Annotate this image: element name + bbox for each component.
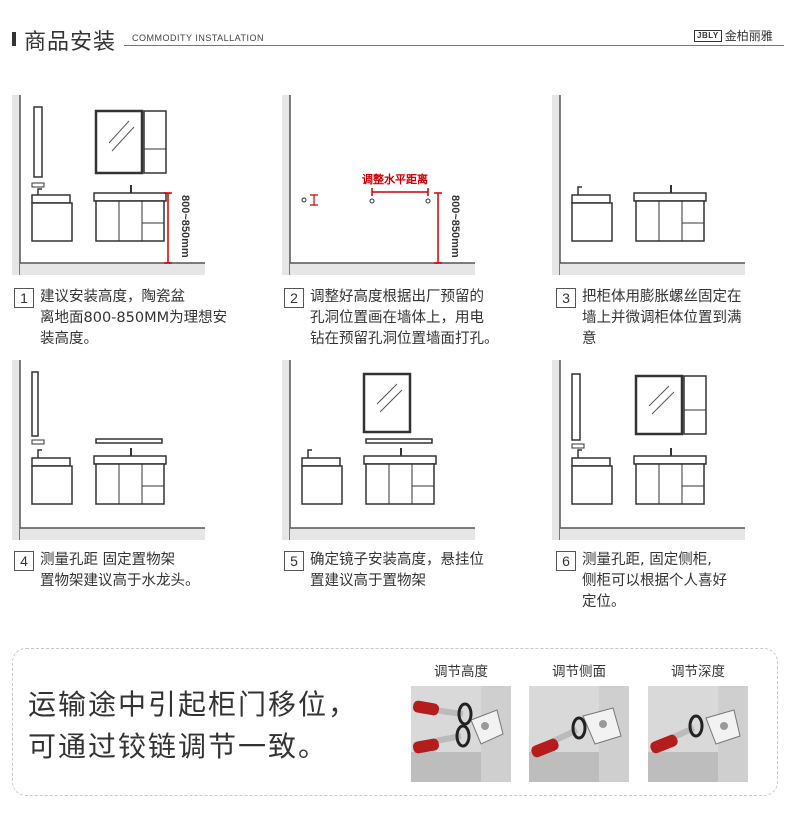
step-number: 3 [556, 288, 576, 308]
hinge-photo-icon [529, 686, 629, 782]
page-subtitle: COMMODITY INSTALLATION [132, 33, 265, 43]
hinge-photo-icon [411, 686, 511, 782]
step-number: 2 [284, 288, 304, 308]
diagram-step-2: 调整水平距离 800~850mm [282, 95, 477, 277]
step-text: 把柜体用膨胀螺丝固定在 墙上并微调柜体位置到满 意 [582, 289, 742, 347]
diagram-step-1: 800~850mm [12, 95, 207, 277]
step-3: 3 把柜体用膨胀螺丝固定在 墙上并微调柜体位置到满 意 [556, 287, 742, 350]
hinge-adjust-note: 运输途中引起柜门移位， 可通过铰链调节一致。 [28, 688, 359, 763]
step-2: 2 调整好高度根据出厂预留的 孔洞位置画在墙体上，用电 钻在预留孔洞位置墙面打孔… [284, 287, 499, 350]
height-dimension-label: 800~850mm [449, 195, 461, 258]
step-number: 4 [14, 551, 34, 571]
step-number: 5 [284, 551, 304, 571]
step-4: 4 测量孔距 固定置物架 置物架建议高于水龙头。 [14, 550, 200, 592]
brand-logo-mark: JBLY [694, 29, 722, 42]
adjust-side-label: 调节侧面 [552, 664, 606, 680]
height-dimension-label: 800~850mm [179, 195, 191, 258]
brand-name: 金柏丽雅 [724, 29, 773, 43]
adjust-distance-label: 调整水平距离 [362, 172, 428, 186]
step-text: 建议安装高度，陶瓷盆 离地面800-850MM为理想安 装高度。 [40, 289, 228, 347]
hinge-adjust-box [12, 648, 778, 796]
hinge-photo-icon [648, 686, 748, 782]
step-number: 1 [14, 288, 34, 308]
diagram-step-5 [282, 360, 477, 542]
adjust-depth-label: 调节深度 [671, 664, 725, 680]
adjust-height-label: 调节高度 [434, 664, 488, 680]
diagram-step-6 [552, 360, 747, 542]
header-divider [124, 45, 784, 46]
diagram-step-3 [552, 95, 747, 277]
adjust-depth-item: 调节深度 [648, 660, 748, 786]
step-text: 调整好高度根据出厂预留的 孔洞位置画在墙体上，用电 钻在预留孔洞位置墙面打孔。 [310, 289, 499, 347]
diagram-step-4 [12, 360, 207, 542]
header-accent-bar [12, 32, 16, 46]
step-5: 5 确定镜子安装高度，悬挂位 置建议高于置物架 [284, 550, 484, 592]
page-title: 商品安装 [24, 30, 117, 55]
step-number: 6 [556, 551, 576, 571]
adjust-height-item: 调节高度 [411, 660, 511, 786]
step-text: 测量孔距, 固定侧柜, 侧柜可以根据个人喜好 定位。 [582, 552, 727, 610]
step-6: 6 测量孔距, 固定侧柜, 侧柜可以根据个人喜好 定位。 [556, 550, 727, 613]
step-text: 测量孔距 固定置物架 置物架建议高于水龙头。 [40, 552, 200, 589]
adjust-side-item: 调节侧面 [529, 660, 629, 786]
step-1: 1 建议安装高度，陶瓷盆 离地面800-850MM为理想安 装高度。 [14, 287, 227, 350]
brand-logo: JBLY 金柏丽雅 [694, 27, 773, 44]
step-text: 确定镜子安装高度，悬挂位 置建议高于置物架 [310, 552, 484, 589]
